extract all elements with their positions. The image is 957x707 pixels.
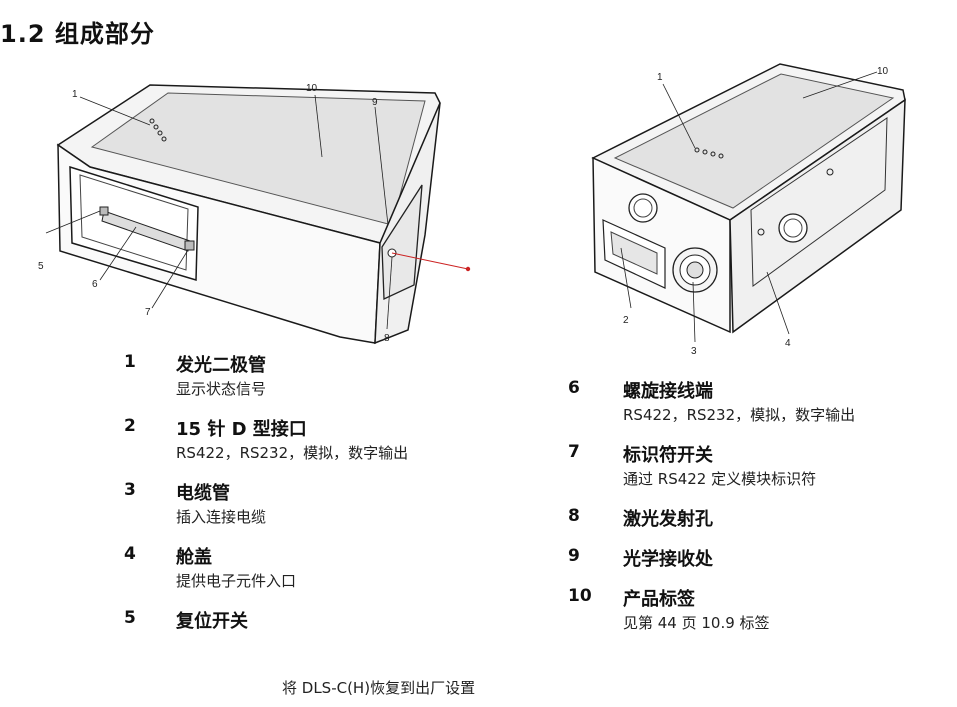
item-number: 2 (124, 416, 136, 436)
screw-terminal-bar (101, 210, 191, 252)
item-number: 1 (124, 352, 136, 372)
item-title: 15 针 D 型接口 (176, 419, 307, 440)
item-number: 3 (124, 480, 136, 500)
cable-gland (672, 247, 718, 293)
list-item: 2 15 针 D 型接口 RS422，RS232，模拟，数字输出 (124, 416, 504, 480)
side-port-round (778, 213, 808, 243)
item-title: 电缆管 (176, 483, 230, 504)
item-title: 产品标签 (623, 589, 695, 610)
item-title: 舱盖 (176, 547, 212, 568)
item-number: 5 (124, 608, 136, 628)
item-title: 复位开关 (176, 611, 248, 632)
item-title: 标识符开关 (623, 445, 713, 466)
item-description: RS422，RS232，模拟，数字输出 (176, 444, 409, 462)
led-cluster (149, 118, 167, 142)
callout-label: 4 (785, 338, 791, 349)
front-port-round (628, 193, 658, 223)
device-side-face (729, 98, 906, 334)
callout-label: 7 (145, 307, 151, 318)
item-description: 显示状态信号 (176, 380, 267, 398)
item-description: 提供电子元件入口 (176, 572, 297, 590)
parts-list-left: 1 发光二极管 显示状态信号 2 15 针 D 型接口 RS422，RS232，… (124, 352, 504, 672)
list-item: 3 电缆管 插入连接电缆 (124, 480, 504, 544)
callout-label: 5 (38, 261, 44, 272)
callout-label: 2 (623, 315, 629, 326)
laser-point (465, 266, 471, 272)
callout-label: 6 (92, 279, 98, 290)
list-item: 10 产品标签 见第 44 页 10.9 标签 (568, 586, 948, 650)
list-item: 8 激光发射孔 (568, 506, 948, 546)
item-title: 螺旋接线端 (623, 381, 713, 402)
product-label (90, 92, 426, 226)
callout-label: 1 (72, 89, 78, 100)
product-label (613, 73, 895, 209)
section-heading: 1.2 组成部分 (0, 20, 155, 48)
item-description: 插入连接电缆 (176, 508, 267, 526)
reset-switch (99, 206, 109, 216)
list-item: 4 舱盖 提供电子元件入口 (124, 544, 504, 608)
identifier-switch (184, 240, 195, 251)
item-number: 6 (568, 378, 580, 398)
callout-label: 3 (691, 346, 697, 357)
item-title: 发光二极管 (176, 355, 266, 376)
led-cluster (694, 147, 724, 159)
optical-receiver-window (381, 184, 423, 301)
callout-label: 10 (877, 66, 889, 77)
item-number: 8 (568, 506, 580, 526)
parts-list-right: 6 螺旋接线端 RS422，RS232，模拟，数字输出 7 标识符开关 通过 R… (568, 378, 948, 650)
list-item: 1 发光二极管 显示状态信号 (124, 352, 504, 416)
callout-label: 1 (657, 72, 663, 83)
item-number: 10 (568, 586, 592, 606)
item-description: 见第 44 页 10.9 标签 (623, 614, 770, 632)
callout-label: 9 (372, 97, 378, 108)
item-description: 通过 RS422 定义模块标识符 (623, 470, 817, 488)
list-item: 6 螺旋接线端 RS422，RS232，模拟，数字输出 (568, 378, 948, 442)
list-item: 5 复位开关 (124, 608, 504, 672)
hatch-cover (750, 117, 888, 287)
item-description: RS422，RS232，模拟，数字输出 (623, 406, 856, 424)
device-rear-view-figure: 1 10 2 3 4 (591, 63, 906, 357)
item-title: 光学接收处 (623, 549, 713, 570)
item-number: 4 (124, 544, 136, 564)
item-title: 激光发射孔 (623, 509, 713, 530)
callout-label: 8 (384, 333, 390, 344)
callout-label: 10 (306, 83, 318, 94)
item-number: 9 (568, 546, 580, 566)
list-item: 7 标识符开关 通过 RS422 定义模块标识符 (568, 442, 948, 506)
device-front-view-figure: 1 10 9 5 6 7 8 (38, 83, 471, 345)
footnote: 将 DLS-C(H)恢复到出厂设置 (282, 679, 476, 697)
item-number: 7 (568, 442, 580, 462)
laser-beam (391, 252, 469, 270)
list-item: 9 光学接收处 (568, 546, 948, 586)
